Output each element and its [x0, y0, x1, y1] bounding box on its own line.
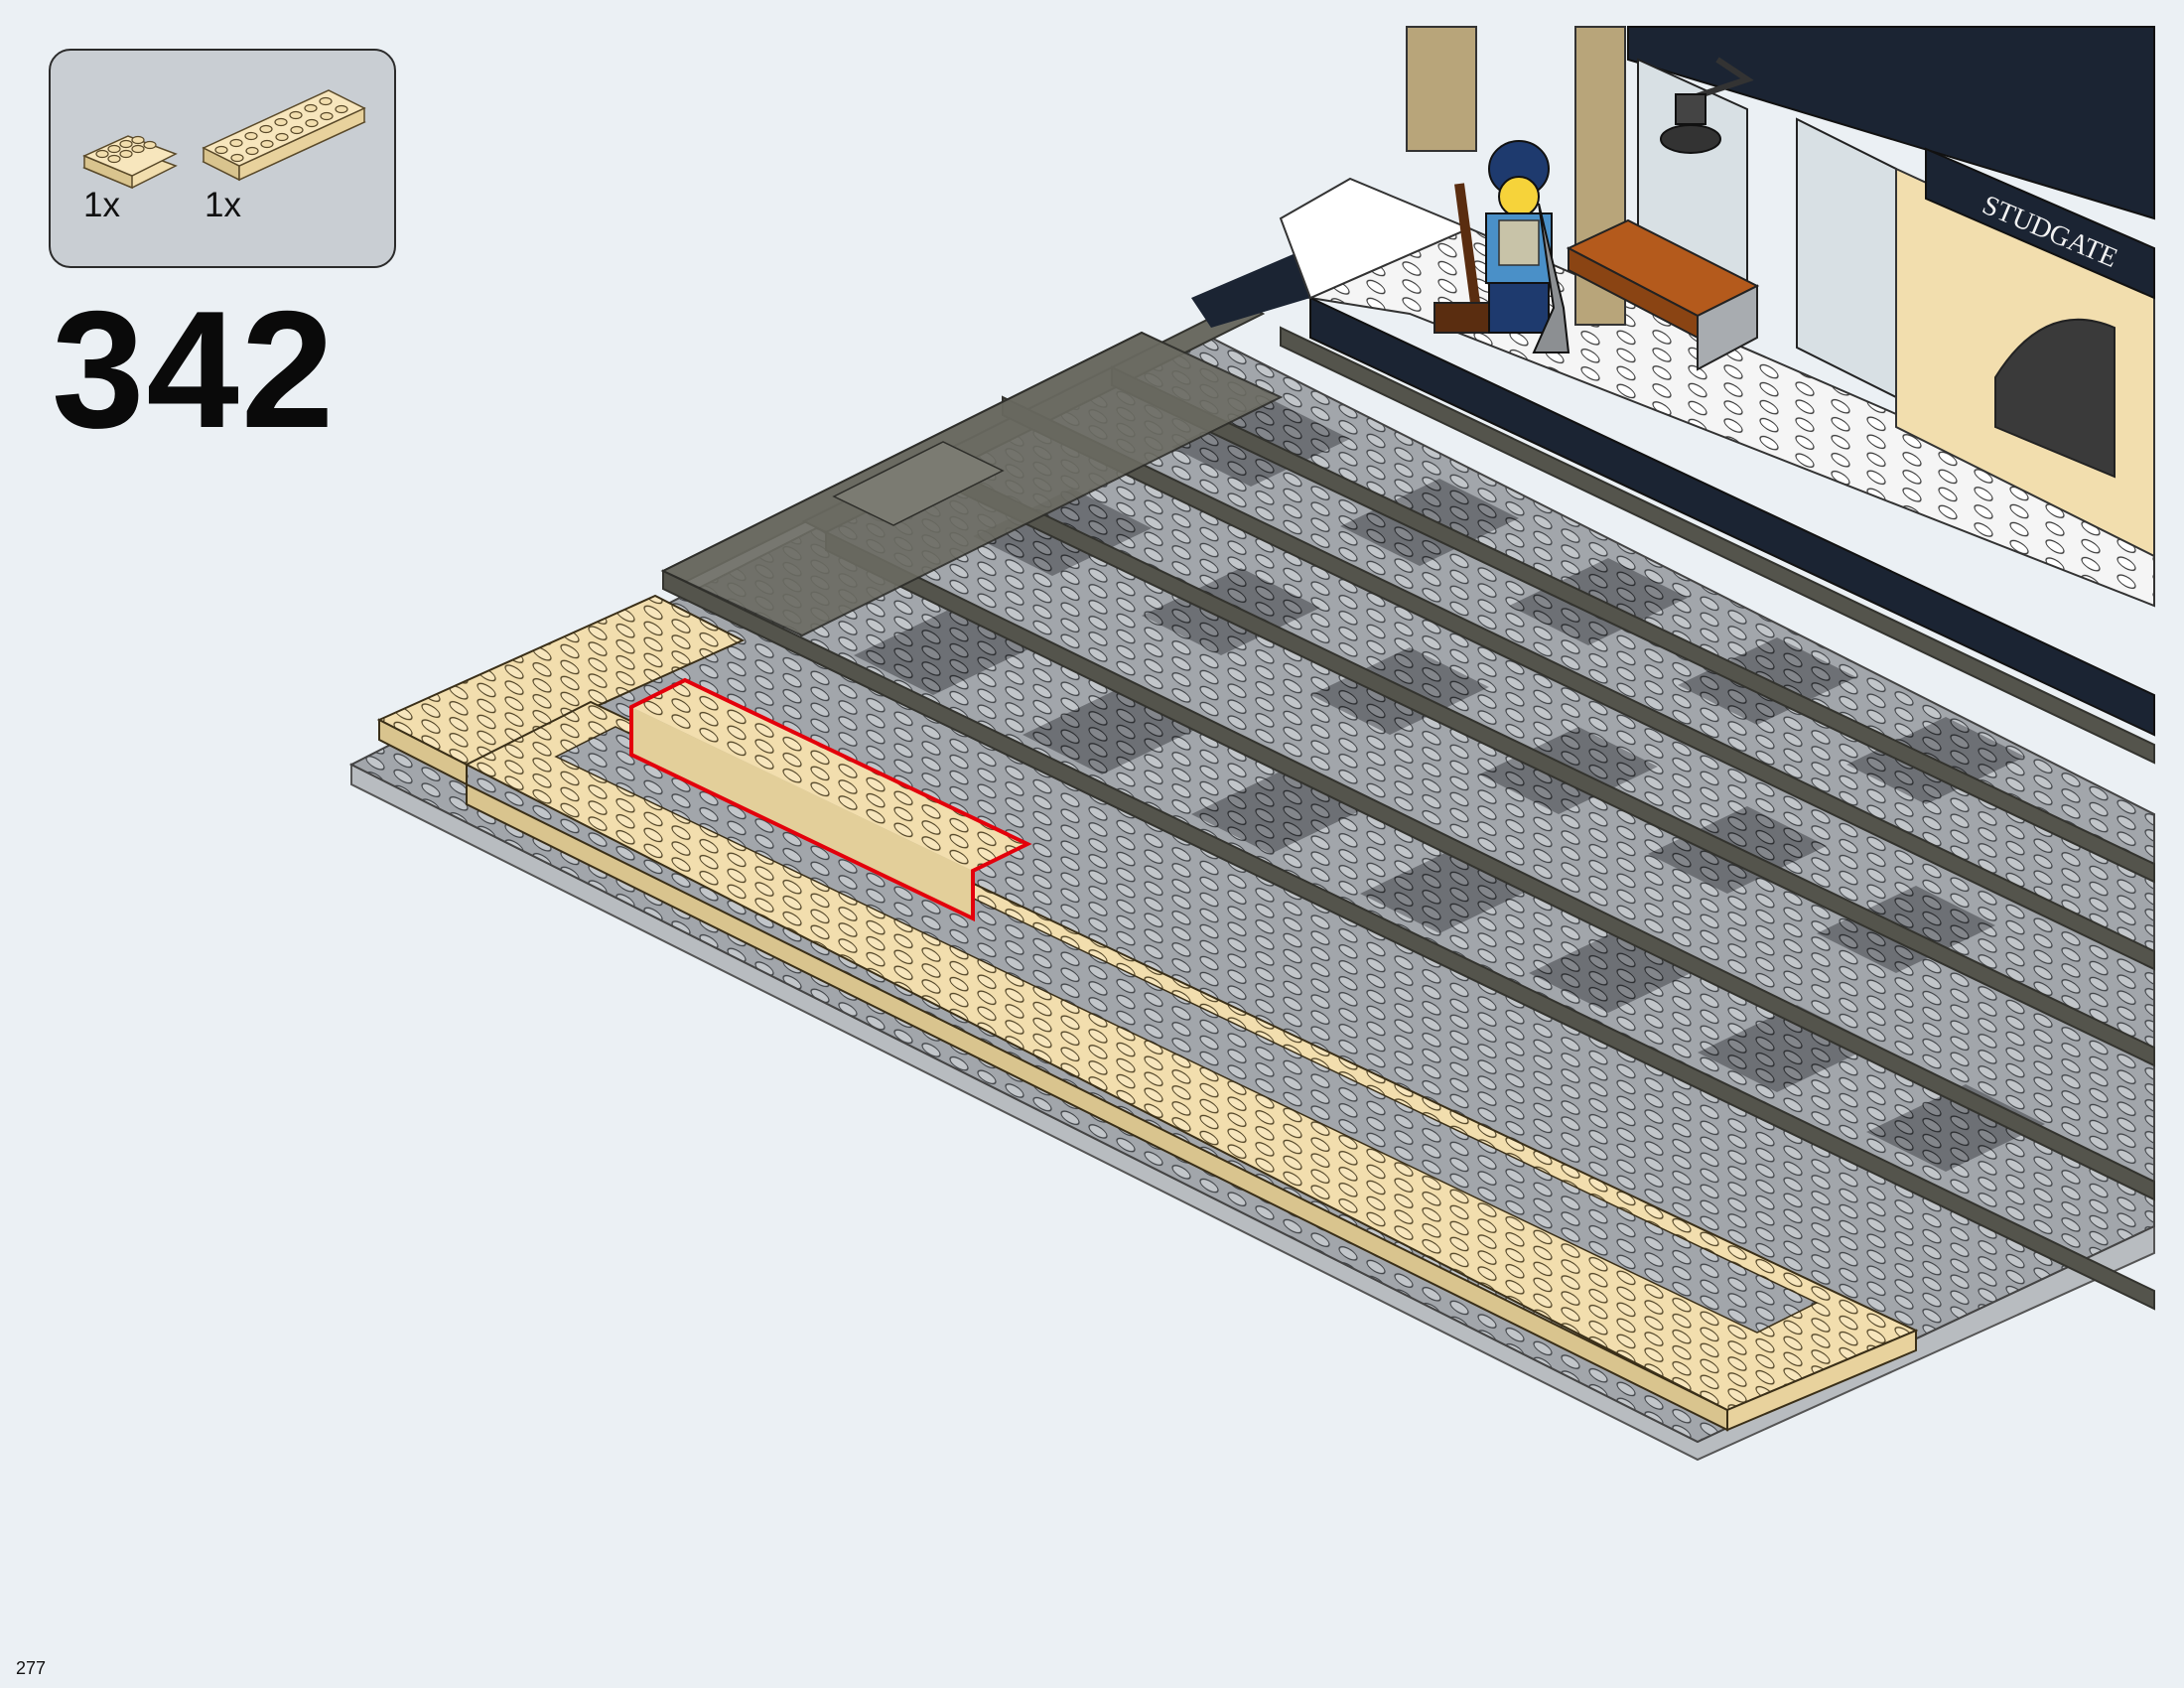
parts-list-callout: 1x 1x	[49, 49, 396, 268]
step-number: 342	[52, 276, 337, 463]
new-part-highlight	[629, 677, 1032, 922]
minifigure-worker	[1433, 140, 1570, 353]
tan-border-bricks	[376, 594, 1919, 1432]
baseplate	[348, 331, 2155, 1462]
bench	[1566, 218, 1760, 371]
part-brick-2x8-image	[202, 89, 366, 182]
part-brick-2x4-image	[82, 135, 178, 190]
part-quantity-2: 1x	[205, 186, 241, 224]
page-number: 277	[16, 1658, 47, 1678]
part-quantity-1: 1x	[83, 186, 120, 224]
gray-tile-area	[660, 331, 1284, 637]
wall-lamp	[1660, 57, 1754, 154]
track-rails	[660, 301, 2155, 1311]
